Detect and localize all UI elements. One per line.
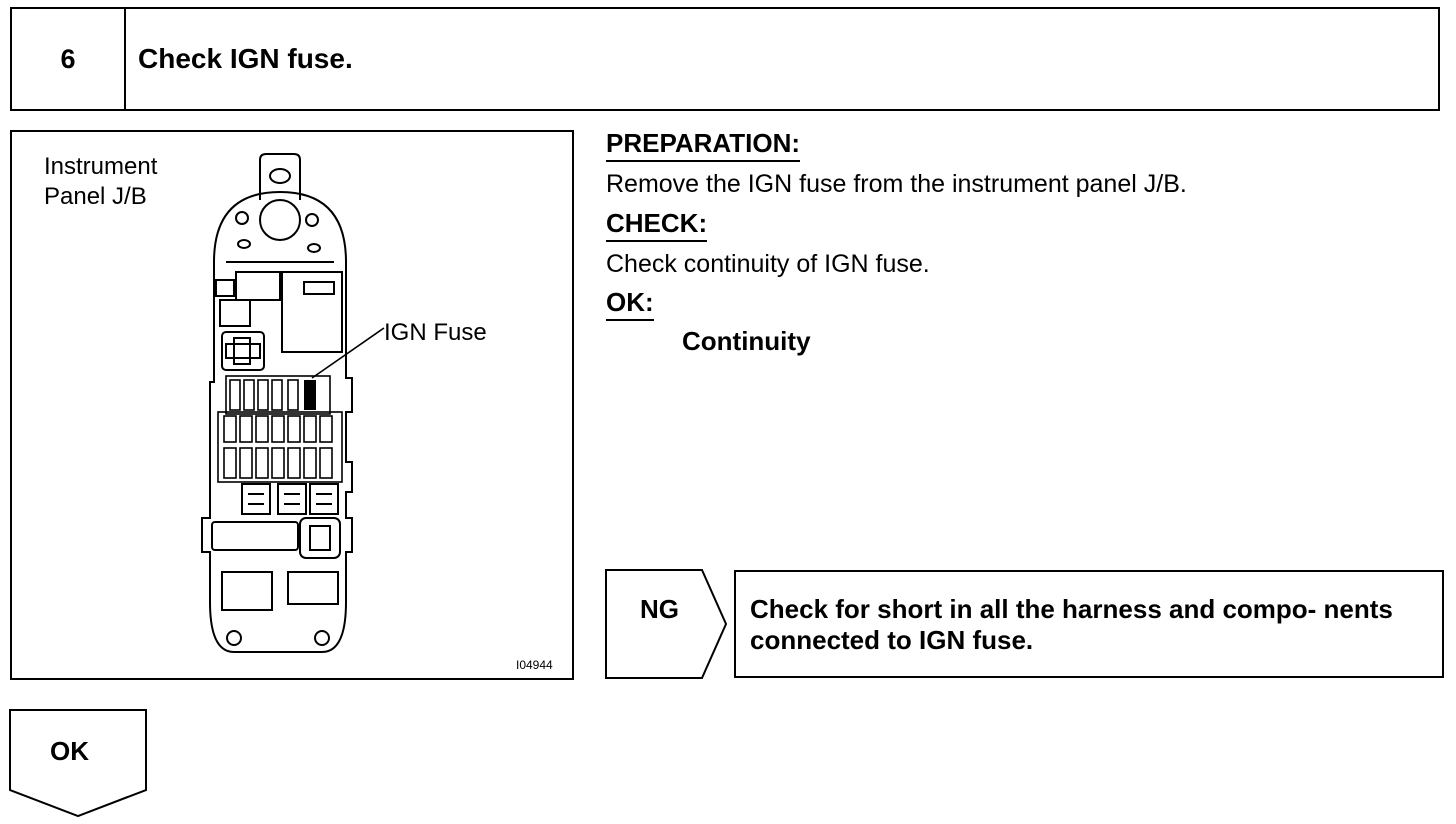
ok-label: OK	[50, 736, 89, 766]
check-text: Check continuity of IGN fuse.	[606, 250, 930, 278]
figure-code: I04944	[516, 658, 553, 672]
ng-label: NG	[640, 594, 679, 624]
step-number: 6	[12, 9, 126, 109]
ng-action-text: Check for short in all the harness and c…	[750, 594, 1393, 655]
jb-label-line1: Instrument	[44, 153, 158, 180]
ok-spec-heading: OK:	[606, 287, 654, 321]
ok-arrow	[9, 709, 147, 818]
ok-spec-value: Continuity	[682, 326, 811, 356]
ign-fuse-label: IGN Fuse	[384, 319, 487, 346]
step-header: 6 Check IGN fuse.	[10, 7, 1440, 111]
jb-label-line2: Panel J/B	[44, 183, 147, 210]
junction-block-illustration: Instrument Panel J/B IGN Fuse I04944	[10, 130, 574, 680]
junction-block-drawing	[201, 153, 385, 653]
preparation-text: Remove the IGN fuse from the instrument …	[606, 170, 1187, 198]
ng-arrow	[605, 569, 728, 679]
ng-result-box: Check for short in all the harness and c…	[734, 570, 1444, 678]
check-heading: CHECK:	[606, 208, 708, 242]
ign-fuse-highlight	[304, 380, 316, 410]
preparation-heading: PREPARATION:	[606, 128, 801, 162]
step-title: Check IGN fuse.	[138, 43, 353, 74]
